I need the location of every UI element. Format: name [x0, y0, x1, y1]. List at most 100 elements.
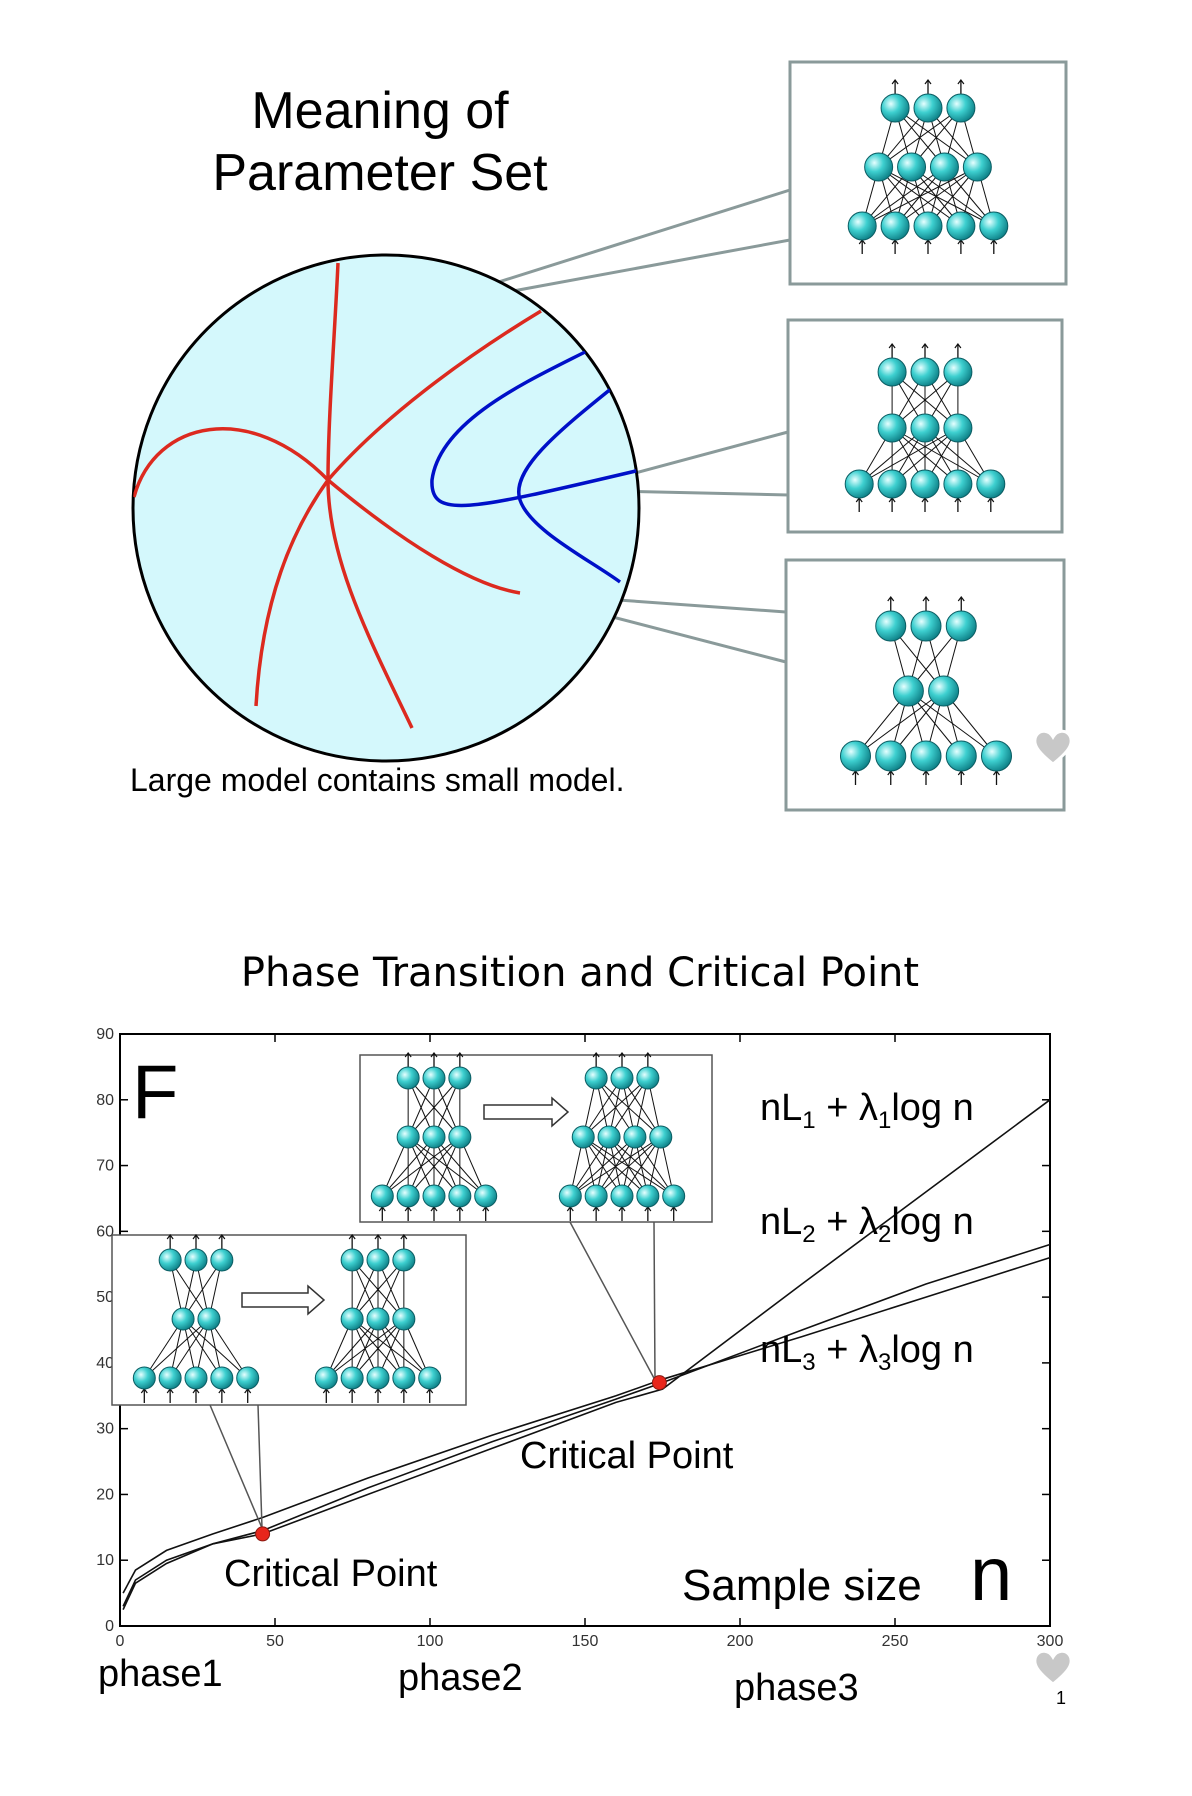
output-arrow-head	[888, 343, 896, 349]
network-node	[396, 1066, 420, 1090]
network-large	[847, 79, 1009, 254]
x-tick-label: 200	[727, 1633, 754, 1650]
x-tick-label: 50	[266, 1633, 284, 1650]
network-node	[877, 413, 907, 443]
x-tick-label: 150	[572, 1633, 599, 1650]
network-node	[396, 1184, 420, 1208]
x-axis-label: Sample size	[682, 1561, 922, 1610]
network-edge	[407, 1136, 487, 1197]
phase-label-1: phase1	[98, 1653, 223, 1695]
transition-arrow-icon	[241, 1284, 326, 1316]
network-node	[943, 413, 973, 443]
inset-networks	[132, 1052, 686, 1403]
output-arrow-head	[644, 1052, 652, 1058]
network-node	[910, 610, 942, 642]
network-node	[571, 1125, 595, 1149]
critical-point-label-1: Critical Point	[224, 1553, 438, 1595]
output-arrow-head	[592, 1052, 600, 1058]
network-edge	[407, 1136, 461, 1197]
network-node	[892, 675, 924, 707]
network-node	[392, 1366, 416, 1390]
network-node	[158, 1366, 182, 1390]
network-node	[610, 1184, 634, 1208]
output-arrow-head	[957, 596, 965, 602]
network-node	[880, 211, 910, 241]
network-node	[840, 740, 871, 772]
network-node	[875, 610, 907, 642]
heart-icon-2[interactable]	[1030, 1644, 1076, 1690]
network-node	[584, 1066, 608, 1090]
y-tick-label: 0	[105, 1618, 114, 1635]
output-arrow-head	[218, 1234, 226, 1240]
network-edge	[377, 1318, 431, 1379]
network-node	[929, 152, 959, 182]
network-node	[962, 152, 992, 182]
network-edge	[182, 1318, 249, 1379]
curve-label-3: nL3 + λ3log n	[760, 1329, 974, 1376]
heart-icon[interactable]	[1030, 724, 1076, 770]
network-node	[864, 152, 894, 182]
network-small	[840, 596, 1012, 785]
network-edge	[582, 1136, 674, 1197]
x-tick-label: 250	[882, 1633, 909, 1650]
network-edge	[878, 166, 962, 227]
network-node	[340, 1307, 364, 1331]
parameter-disk	[131, 253, 641, 763]
network-edge	[634, 1136, 675, 1197]
output-arrow-head	[891, 79, 899, 85]
blue-singular-curve-2	[516, 386, 622, 584]
output-arrow-head	[618, 1052, 626, 1058]
network-edge	[351, 1259, 405, 1320]
x-tick-label: 0	[116, 1633, 125, 1650]
network-node	[197, 1307, 221, 1331]
transition-arrow-icon	[483, 1096, 570, 1128]
network-node	[597, 1125, 621, 1149]
network-node	[474, 1184, 498, 1208]
network-node	[913, 93, 943, 123]
network-edge	[351, 1318, 431, 1379]
critical-points	[255, 1375, 667, 1542]
series-line-1	[122, 1099, 1051, 1607]
diagram-caption: Large model contains small model.	[130, 762, 625, 798]
y-tick-label: 10	[96, 1552, 114, 1569]
output-arrow-head	[404, 1052, 412, 1058]
diagram-title-line-1: Meaning of	[251, 82, 509, 140]
output-arrow-head	[921, 343, 929, 349]
network-node	[366, 1248, 390, 1272]
output-arrow-head	[954, 343, 962, 349]
network-node	[418, 1366, 442, 1390]
network-edge	[595, 1077, 636, 1138]
network-node	[158, 1248, 182, 1272]
output-arrow-head	[924, 79, 932, 85]
network-edge	[407, 1077, 461, 1138]
output-arrow-head	[456, 1052, 464, 1058]
network-node	[981, 740, 1012, 772]
chart-title: Phase Transition and Critical Point	[240, 950, 920, 996]
network-node	[422, 1125, 446, 1149]
output-arrow-head	[887, 596, 895, 602]
network-node	[448, 1184, 472, 1208]
network-medium	[844, 343, 1006, 512]
network-edge	[182, 1318, 223, 1379]
output-arrow-head	[400, 1234, 408, 1240]
network-node	[877, 357, 907, 387]
network-node	[910, 413, 940, 443]
network-node	[877, 469, 907, 499]
network-node	[392, 1307, 416, 1331]
y-tick-label: 40	[96, 1355, 114, 1372]
curve-group	[122, 1099, 1051, 1610]
network-edge	[208, 1318, 249, 1379]
network-node	[392, 1248, 416, 1272]
network-edge	[908, 690, 997, 757]
output-arrow-head	[922, 596, 930, 602]
network-node	[558, 1184, 582, 1208]
network-node	[370, 1184, 394, 1208]
parameter-set-diagram	[131, 60, 1068, 812]
network-node	[623, 1125, 647, 1149]
network-edge	[351, 1318, 405, 1379]
critical-point-marker-2	[651, 1375, 667, 1391]
critical-point-marker-1	[255, 1526, 271, 1542]
y-tick-label: 30	[96, 1421, 114, 1438]
network-node	[396, 1125, 420, 1149]
curve-label-1: nL1 + λ1log n	[760, 1087, 974, 1134]
